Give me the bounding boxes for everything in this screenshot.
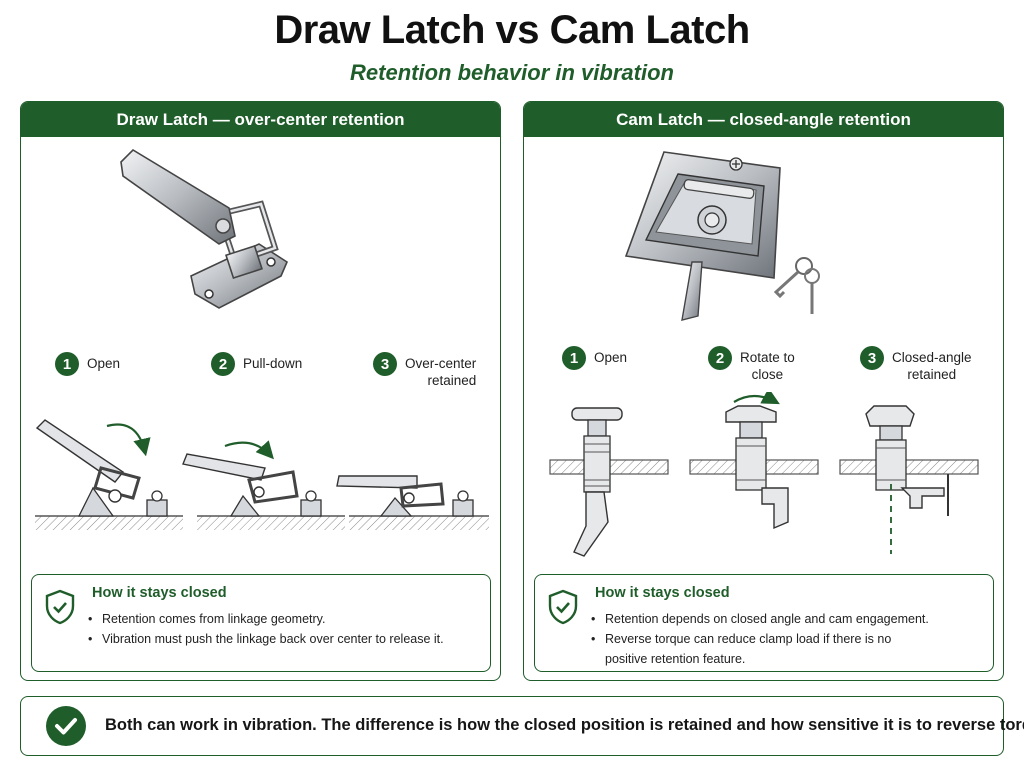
info-bullet-list: Retention depends on closed angle and ca…	[591, 609, 929, 669]
info-title: How it stays closed	[595, 585, 730, 601]
cam-latch-step-3: 3 Closed-angle retained	[860, 346, 972, 383]
draw-latch-panel: Draw Latch — over-center retention 1 Ope…	[20, 101, 501, 681]
draw-latch-step-diagrams	[35, 419, 489, 530]
step-number-badge: 3	[373, 352, 397, 376]
check-circle-icon	[46, 706, 86, 746]
step-number-badge: 1	[562, 346, 586, 370]
info-bullet-continuation: positive retention feature.	[605, 652, 746, 666]
draw-latch-header: Draw Latch — over-center retention	[21, 102, 500, 137]
step-number-badge: 3	[860, 346, 884, 370]
shield-check-icon	[45, 589, 75, 625]
summary-footer: Both can work in vibration. The differen…	[20, 696, 1024, 756]
step-label: Rotate to close	[740, 349, 795, 383]
cam-latch-step-2: 2 Rotate to close	[708, 346, 795, 383]
draw-latch-illustration	[120, 148, 289, 309]
cam-latch-header: Cam Latch — closed-angle retention	[524, 102, 1003, 137]
draw-latch-step-2: 2 Pull-down	[211, 352, 302, 376]
shield-check-icon	[548, 589, 578, 625]
cam-latch-illustration	[624, 151, 820, 321]
cam-latch-step-1: 1 Open	[562, 346, 627, 370]
step-label-line-2: retained	[427, 373, 477, 388]
step-label-line-2: retained	[907, 367, 957, 382]
step-label: Open	[87, 356, 121, 371]
cam-latch-panel: Cam Latch — closed-angle retention 1 Ope…	[523, 101, 1004, 681]
cam-latch-info-box: How it stays closed Retention depends on…	[534, 574, 994, 672]
info-title: How it stays closed	[92, 585, 227, 601]
draw-latch-info-box: How it stays closed Retention comes from…	[31, 574, 491, 672]
step-label-line-2: close	[751, 367, 784, 382]
info-bullet: Retention comes from linkage geometry.	[88, 609, 444, 629]
step-number-badge: 2	[708, 346, 732, 370]
info-bullet: Retention depends on closed angle and ca…	[591, 609, 929, 629]
info-bullet: Vibration must push the linkage back ove…	[88, 629, 444, 649]
draw-latch-step-3: 3 Over-center retained	[373, 352, 476, 389]
step-label: Pull-down	[243, 356, 303, 371]
cam-latch-step-diagrams	[549, 392, 979, 557]
step-label: Open	[594, 350, 628, 365]
page-subtitle: Retention behavior in vibration	[350, 60, 674, 85]
info-bullet-list: Retention comes from linkage geometry. V…	[88, 609, 444, 649]
step-label: Closed-angle retained	[892, 349, 972, 383]
step-label-line-1: Rotate to	[740, 350, 795, 365]
info-bullet: Reverse torque can reduce clamp load if …	[591, 629, 929, 649]
step-label: Over-center retained	[405, 355, 476, 389]
step-label-line-1: Over-center	[405, 356, 477, 371]
step-number-badge: 1	[55, 352, 79, 376]
draw-latch-step-1: 1 Open	[55, 352, 120, 376]
step-label-line-1: Closed-angle	[892, 350, 972, 365]
summary-text: Both can work in vibration. The differen…	[105, 716, 1024, 734]
page-title: Draw Latch vs Cam Latch	[274, 8, 750, 52]
step-number-badge: 2	[211, 352, 235, 376]
